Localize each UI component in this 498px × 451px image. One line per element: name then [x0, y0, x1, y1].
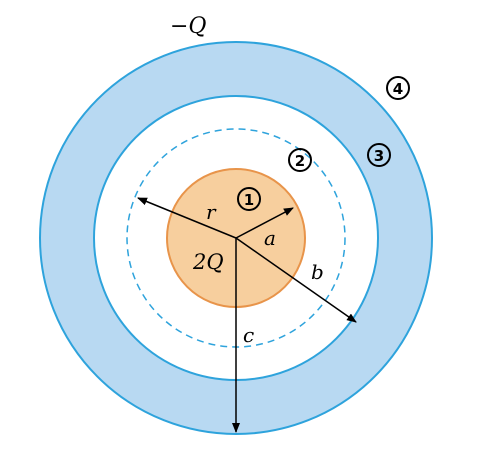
radius-r-arrow: [137, 197, 237, 239]
region-1-label: 1: [244, 191, 254, 209]
region-3-label: 3: [374, 147, 384, 165]
radius-b-label: b: [311, 260, 324, 284]
outer-charge-label: −Q: [170, 14, 206, 39]
region-2-marker: 2: [288, 148, 312, 172]
region-4-label: 4: [393, 80, 403, 98]
radius-a-arrow: [235, 207, 294, 239]
radius-c-label: c: [243, 323, 254, 347]
inner-charge-label: 2Q: [192, 250, 224, 274]
radius-r-label: r: [206, 200, 217, 224]
region-3-marker: 3: [367, 143, 391, 167]
region-1-marker: 1: [237, 187, 261, 211]
outer-shell-outer-edge: [39, 41, 433, 435]
region-4-marker: 4: [386, 76, 410, 100]
radius-b-arrow: [235, 237, 357, 323]
radius-a-label: a: [264, 226, 276, 250]
region-2-label: 2: [295, 152, 305, 170]
